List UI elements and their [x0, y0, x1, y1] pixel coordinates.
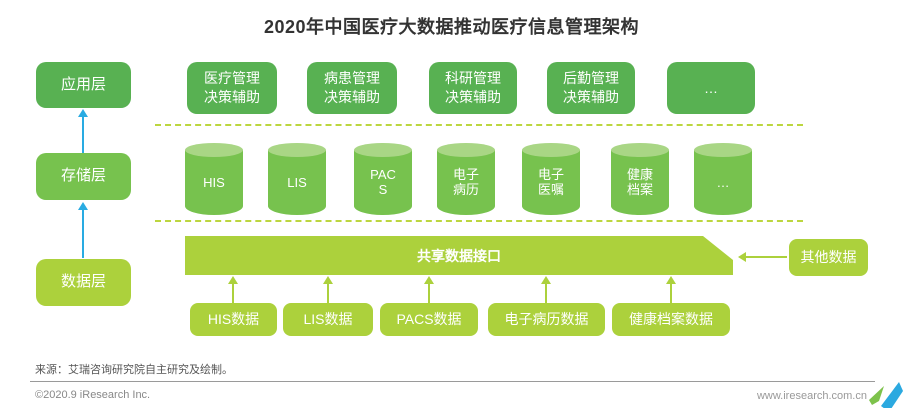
copyright-text: ©2020.9 iResearch Inc. — [35, 389, 151, 401]
application-box-patient-management: 病患管理决策辅助 — [307, 62, 397, 114]
arrow-stem — [545, 284, 547, 303]
application-box-logistics-management: 后勤管理决策辅助 — [547, 62, 635, 114]
database-cylinder-pacs: PACS — [354, 143, 412, 215]
arrow-head — [738, 252, 746, 262]
cylinder-label: LIS — [287, 174, 307, 190]
arrow-stem — [82, 117, 84, 153]
database-cylinder-emr: 电子病历 — [437, 143, 495, 215]
cylinder-label: 电子病历 — [452, 167, 479, 197]
data-box-emr: 电子病历数据 — [488, 303, 605, 336]
other-data-box: 其他数据 — [789, 239, 868, 276]
application-box-research-management: 科研管理决策辅助 — [429, 62, 517, 114]
arrow-up-icon — [666, 276, 676, 303]
cylinder-label: HIS — [203, 174, 225, 190]
page-title: 2020年中国医疗大数据推动医疗信息管理架构 — [263, 17, 640, 37]
arrow-head — [424, 276, 434, 284]
source-note: 来源：艾瑞咨询研究院自主研究及绘制。 — [35, 364, 233, 376]
database-cylinder-health-records: 健康档案 — [611, 143, 669, 215]
arrow-left-icon — [738, 252, 787, 262]
database-cylinder-more: … — [694, 143, 752, 215]
arrow-up-icon — [78, 109, 88, 153]
cylinder-label: 电子医嘱 — [537, 167, 564, 197]
arrow-stem — [428, 284, 430, 303]
arrow-up-icon — [228, 276, 238, 303]
cylinder-label: PACS — [370, 167, 396, 197]
application-box-more: … — [667, 62, 755, 114]
database-cylinder-lis: LIS — [268, 143, 326, 215]
data-box-lis: LIS数据 — [283, 303, 373, 336]
layer-storage: 存储层 — [36, 153, 131, 200]
arrow-head — [666, 276, 676, 284]
arrow-head — [78, 109, 88, 117]
arrow-up-icon — [424, 276, 434, 303]
shared-interface-bar: 共享数据接口 — [185, 236, 733, 275]
layer-application: 应用层 — [36, 62, 131, 108]
arrow-up-icon — [78, 202, 88, 258]
iresearch-logo — [869, 382, 903, 408]
footer-divider — [30, 381, 875, 382]
arrow-head — [323, 276, 333, 284]
arrow-up-icon — [323, 276, 333, 303]
dashed-divider-bottom — [155, 220, 803, 222]
database-cylinder-orders: 电子医嘱 — [522, 143, 580, 215]
data-box-his: HIS数据 — [190, 303, 277, 336]
arrow-stem — [746, 256, 787, 258]
database-cylinder-his: HIS — [185, 143, 243, 215]
cylinder-label: 健康档案 — [626, 167, 653, 197]
application-box-medical-management: 医疗管理决策辅助 — [187, 62, 277, 114]
dashed-divider-top — [155, 124, 803, 126]
arrow-stem — [327, 284, 329, 303]
arrow-stem — [82, 210, 84, 258]
arrow-head — [78, 202, 88, 210]
cylinder-label: … — [716, 174, 730, 190]
arrow-stem — [232, 284, 234, 303]
arrow-stem — [670, 284, 672, 303]
arrow-up-icon — [541, 276, 551, 303]
data-box-pacs: PACS数据 — [380, 303, 478, 336]
data-box-health-records: 健康档案数据 — [612, 303, 730, 336]
layer-data: 数据层 — [36, 259, 131, 306]
arrow-head — [541, 276, 551, 284]
website-url: www.iresearch.com.cn — [756, 390, 867, 402]
arrow-head — [228, 276, 238, 284]
